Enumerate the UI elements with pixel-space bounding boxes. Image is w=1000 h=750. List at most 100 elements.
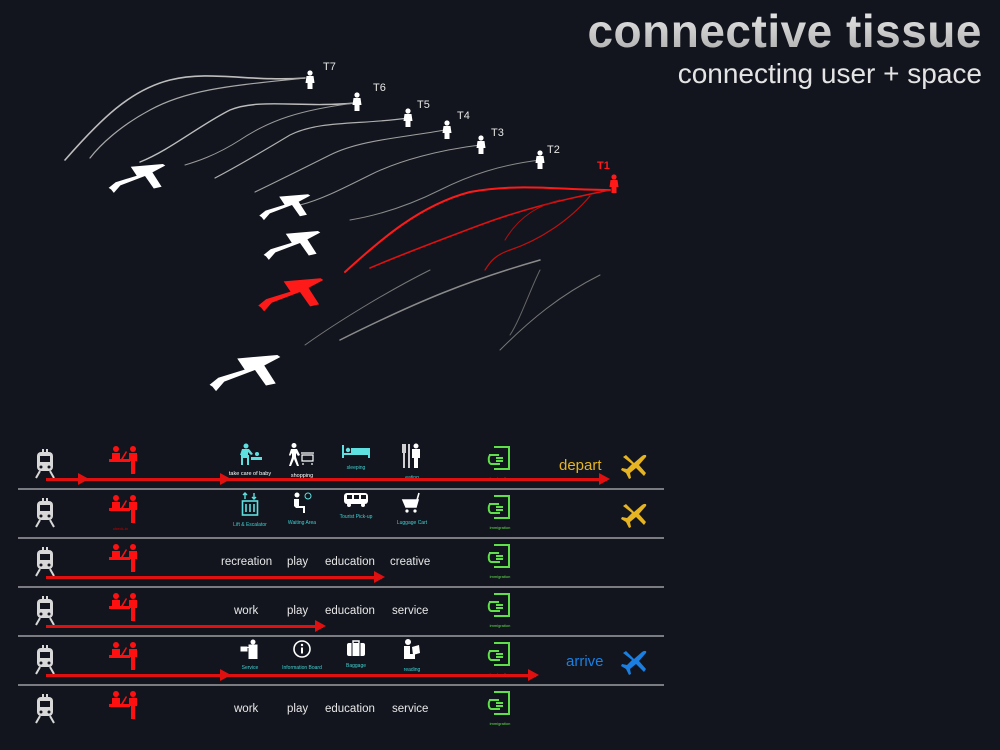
airplane-icon bbox=[260, 226, 325, 265]
planes bbox=[105, 159, 329, 397]
arrow-head bbox=[528, 669, 539, 681]
immigration-label: immigration bbox=[489, 574, 511, 579]
reading-icon bbox=[402, 639, 422, 665]
amenity-label: sleeping bbox=[346, 465, 366, 471]
terminal-t1: T1 bbox=[597, 160, 619, 193]
activity-work: work bbox=[234, 605, 259, 617]
train-icon bbox=[34, 498, 56, 533]
terminal-label: T5 bbox=[417, 99, 430, 111]
person-icon bbox=[535, 150, 545, 169]
terminal-t2: T2 bbox=[535, 144, 560, 169]
path-t2 bbox=[349, 159, 541, 221]
depart-label: depart bbox=[559, 457, 602, 474]
amenity-label: Information Board bbox=[282, 665, 322, 671]
check-in-counter-icon bbox=[108, 445, 142, 480]
arrow-head bbox=[78, 473, 89, 485]
journey-arrow bbox=[46, 625, 323, 628]
amenity-label: shopping bbox=[290, 473, 314, 479]
immigration-icon bbox=[486, 543, 512, 576]
journey-rows: take care of babyshoppingsleepingeatingi… bbox=[18, 441, 664, 733]
amenity-reading: reading bbox=[390, 639, 434, 673]
activity-creative: creative bbox=[390, 556, 431, 568]
amenity-lift-escalator: Lift & Escalator bbox=[228, 492, 272, 528]
baby-care-icon bbox=[237, 443, 263, 469]
person-icon bbox=[352, 92, 362, 111]
amenity-sleeping: sleeping bbox=[334, 443, 378, 471]
waiting-area-icon bbox=[291, 492, 313, 518]
path-gray-low3 bbox=[499, 274, 601, 351]
activity-work: work bbox=[234, 703, 259, 715]
depart-plane-icon bbox=[620, 451, 650, 486]
person-icon bbox=[476, 135, 486, 154]
path-t5 bbox=[214, 117, 409, 179]
train-icon bbox=[34, 694, 56, 729]
depart-plane-icon bbox=[620, 500, 650, 535]
terminal-t3: T3 bbox=[476, 127, 504, 154]
amenity-shopping: shopping bbox=[280, 443, 324, 479]
terminal-t7: T7 bbox=[305, 61, 336, 89]
path-t1-b bbox=[369, 189, 611, 269]
amenity-information: Information Board bbox=[280, 639, 324, 671]
terminal-t5: T5 bbox=[403, 99, 430, 127]
information-icon bbox=[292, 640, 312, 663]
check-in-counter-icon bbox=[108, 641, 142, 676]
journey-arrow bbox=[46, 576, 382, 579]
person-icon bbox=[305, 70, 315, 89]
immigration-icon bbox=[486, 592, 512, 625]
immigration-icon bbox=[486, 641, 512, 674]
shopping-icon bbox=[288, 443, 316, 471]
amenity-label: Tourist Pick-up bbox=[339, 514, 373, 520]
path-t7 bbox=[64, 75, 306, 161]
immigration-icon bbox=[486, 445, 512, 478]
path-gray-low4 bbox=[509, 269, 541, 336]
airplane-icon bbox=[105, 159, 170, 198]
arrive-plane-icon bbox=[620, 647, 650, 682]
amenity-label: Waiting Area bbox=[287, 520, 317, 526]
tourist-pickup-icon bbox=[343, 493, 369, 512]
path-t1-d bbox=[504, 199, 561, 241]
terminal-t6: T6 bbox=[352, 82, 386, 111]
check-in-counter-icon bbox=[108, 494, 142, 529]
activity-service: service bbox=[392, 605, 429, 617]
path-t6 bbox=[139, 102, 356, 163]
sleeping-icon bbox=[342, 445, 370, 463]
check-in-counter-icon bbox=[108, 543, 142, 578]
immigration-icon bbox=[486, 690, 512, 723]
activity-education: education bbox=[325, 703, 375, 715]
immigration-label: immigration bbox=[489, 721, 511, 726]
amenity-label: Lift & Escalator bbox=[233, 522, 267, 528]
amenity-baby-care: take care of baby bbox=[228, 443, 272, 477]
terminal-label: T2 bbox=[547, 144, 560, 156]
activity-recreation: recreation bbox=[221, 556, 273, 568]
path-t4 bbox=[254, 129, 446, 193]
journey-arrow bbox=[46, 478, 607, 481]
amenity-label: Baggage bbox=[345, 663, 367, 669]
person-icon bbox=[403, 108, 413, 127]
eating-icon bbox=[400, 443, 424, 473]
arrow-head bbox=[374, 571, 385, 583]
path-t6b bbox=[184, 102, 356, 166]
immigration-icon bbox=[486, 494, 512, 527]
arrive-label: arrive bbox=[566, 653, 604, 670]
check-in-counter-icon bbox=[108, 690, 142, 725]
activity-play: play bbox=[287, 605, 309, 617]
arrow-head bbox=[220, 473, 231, 485]
immigration-label: immigration bbox=[489, 525, 511, 530]
amenity-label: Luggage Cart bbox=[396, 520, 428, 526]
person-icon bbox=[442, 120, 452, 139]
amenity-luggage-cart: Luggage Cart bbox=[390, 492, 434, 526]
page-title: connective tissue bbox=[587, 5, 982, 57]
train-icon bbox=[34, 449, 56, 484]
path-t1-main bbox=[344, 186, 611, 273]
amenity-waiting-area: Waiting Area bbox=[280, 492, 324, 526]
amenity-label: Service bbox=[241, 665, 259, 671]
amenity-baggage: Baggage bbox=[334, 639, 378, 669]
activity-education: education bbox=[325, 556, 375, 568]
activity-service: service bbox=[392, 703, 429, 715]
path-gray-low1 bbox=[339, 259, 541, 341]
